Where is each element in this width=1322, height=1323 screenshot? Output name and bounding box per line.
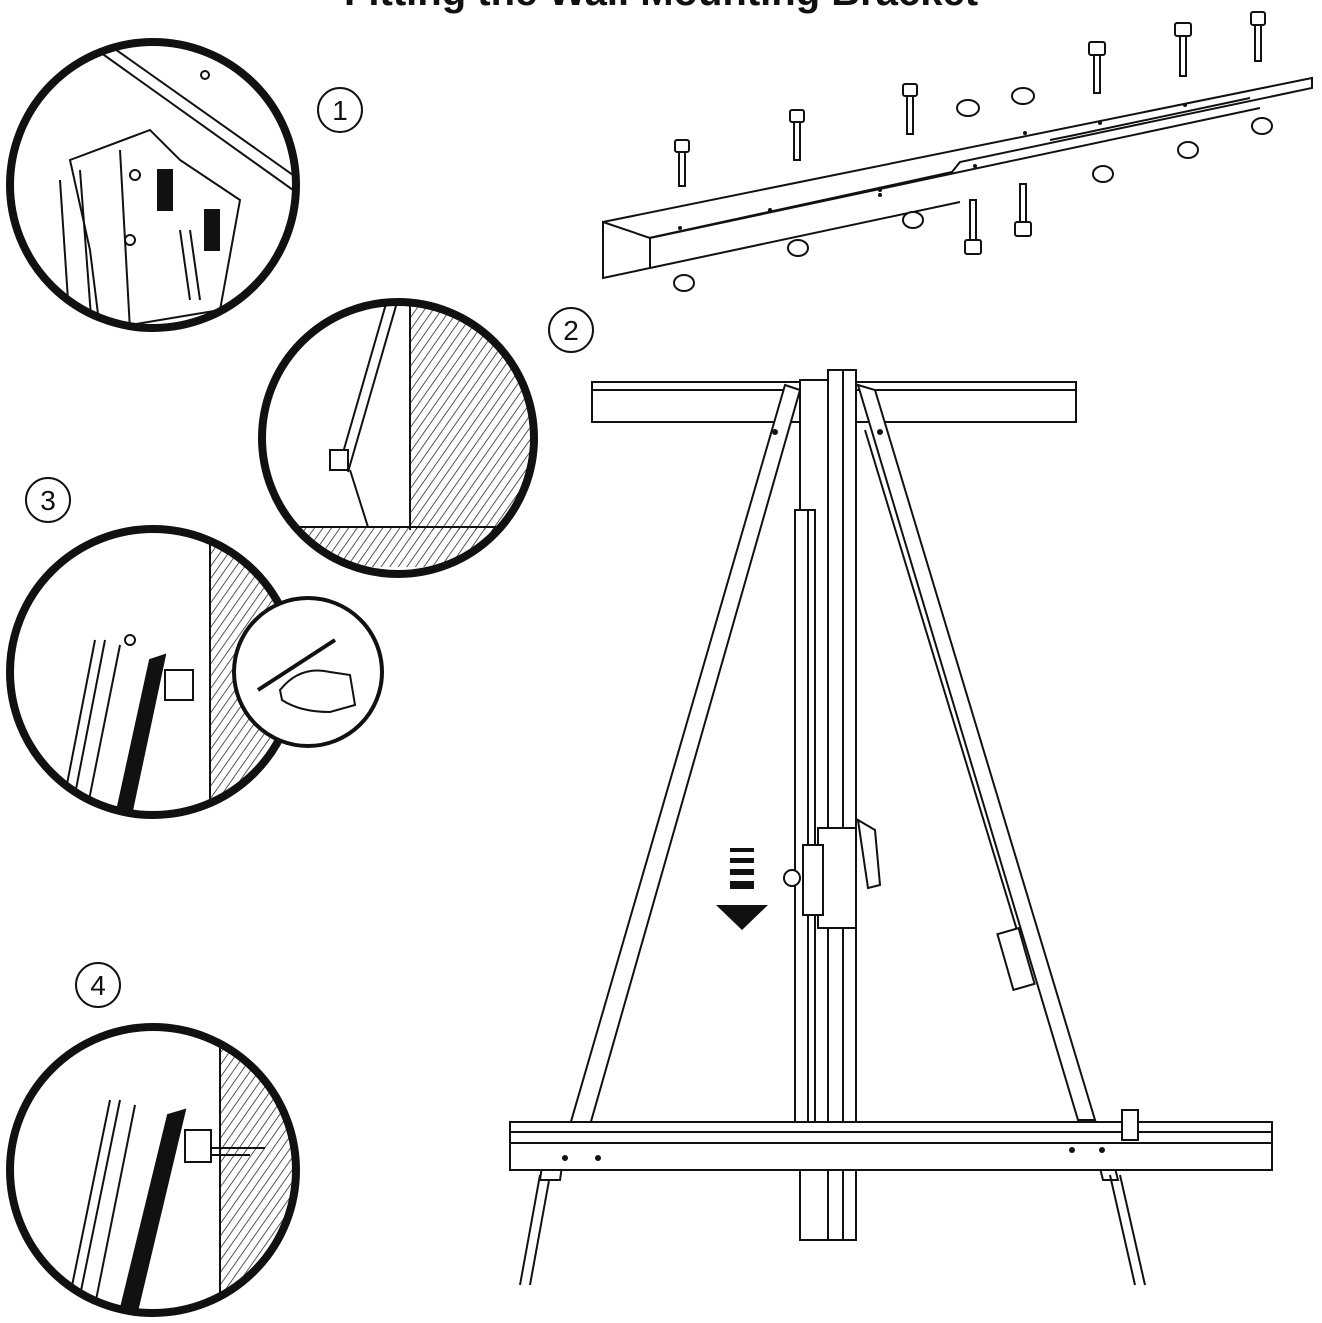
svg-text:3: 3	[40, 485, 56, 516]
svg-text:1: 1	[332, 95, 348, 126]
detail-circle-1	[6, 38, 300, 332]
svg-text:4: 4	[90, 970, 106, 1001]
svg-text:2: 2	[563, 315, 579, 346]
down-arrow-icon	[716, 848, 768, 930]
step-badge-3: 3	[25, 477, 71, 523]
detail-circle-2	[258, 298, 538, 578]
nut-set	[673, 87, 1273, 292]
bolt-set	[674, 11, 1266, 255]
bracket-exploded-view	[602, 11, 1313, 292]
step-badge-4: 4	[75, 962, 121, 1008]
step-badge-1: 1	[317, 87, 363, 133]
page-title: Fitting the Wall Mounting Bracket	[0, 0, 1322, 15]
step-badge-2: 2	[548, 307, 594, 353]
detail-circle-4	[6, 1023, 300, 1317]
easel-assembly	[509, 369, 1273, 1286]
pencil-hand-inset	[232, 596, 384, 748]
